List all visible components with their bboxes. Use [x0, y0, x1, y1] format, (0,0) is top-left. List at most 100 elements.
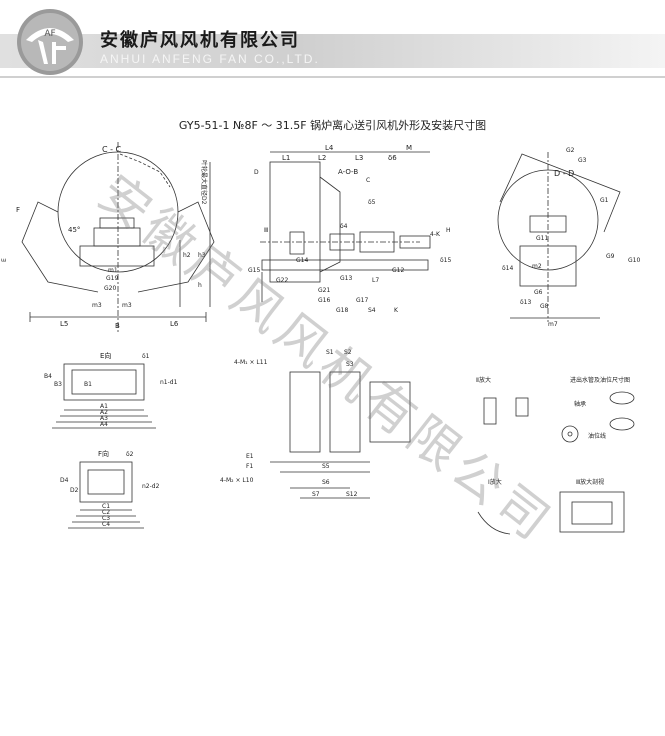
view-cc: C - C F 45° G19 G20 m1 m3 m3 L5 L6 B h2 … — [1, 142, 215, 332]
svg-text:m7: m7 — [548, 321, 558, 328]
svg-text:4-M₁ × L11: 4-M₁ × L11 — [234, 359, 268, 366]
svg-text:G19: G19 — [106, 275, 118, 282]
svg-text:δ5: δ5 — [368, 199, 376, 206]
svg-text:C4: C4 — [102, 521, 110, 528]
view-cc-label: C - C — [102, 145, 122, 154]
svg-text:h: h — [198, 282, 202, 289]
view-side: L1 L2 L4 L3 δ6 M A-O-B 4-K H δ5 δ4 δ15 G… — [248, 144, 451, 314]
svg-text:D4: D4 — [60, 477, 69, 484]
drawing-title: GY5-51-1 №8F ～ 31.5F 锅炉离心送引风机外形及安装尺寸图 — [178, 119, 487, 132]
svg-text:δ14: δ14 — [502, 265, 513, 272]
svg-text:G3: G3 — [578, 157, 587, 164]
svg-text:F1: F1 — [246, 463, 253, 470]
svg-text:h3: h3 — [198, 252, 206, 259]
svg-text:δ4: δ4 — [340, 223, 348, 230]
svg-text:B3: B3 — [54, 381, 62, 388]
svg-text:δ6: δ6 — [388, 154, 397, 162]
svg-text:A3: A3 — [100, 415, 108, 422]
svg-text:G11: G11 — [536, 235, 548, 242]
view-f: F向 δ2 C1 C2 C3 C4 n2-d2 D4 D2 — [60, 449, 160, 529]
svg-text:m1: m1 — [108, 267, 118, 274]
svg-text:L6: L6 — [170, 320, 179, 328]
svg-text:S1: S1 — [326, 349, 334, 356]
svg-text:L2: L2 — [318, 154, 326, 162]
svg-text:L4: L4 — [325, 144, 334, 152]
svg-text:E: E — [1, 258, 8, 262]
svg-text:δ2: δ2 — [126, 451, 134, 458]
svg-text:G17: G17 — [356, 297, 368, 304]
header-band — [0, 34, 665, 68]
svg-text:S3: S3 — [346, 361, 354, 368]
svg-text:B: B — [115, 322, 120, 330]
svg-text:Ⅲ: Ⅲ — [264, 227, 268, 234]
cc-bearing-block — [93, 227, 141, 247]
svg-text:m2: m2 — [532, 263, 542, 270]
view-e: E向 δ1 A1 A2 A3 A4 n1-d1 B4 B3 B1 — [44, 351, 178, 429]
svg-text:C: C — [366, 177, 370, 184]
svg-text:B4: B4 — [44, 373, 52, 380]
view-dd: D - D G11 m2 G6 G8 δ13 m7 G1 G9 G10 G2 G… — [497, 147, 640, 328]
svg-text:h2: h2 — [183, 252, 191, 259]
svg-text:G2: G2 — [566, 147, 575, 154]
svg-text:n2-d2: n2-d2 — [142, 483, 160, 490]
svg-text:G22: G22 — [276, 277, 288, 284]
svg-text:L7: L7 — [372, 277, 379, 284]
svg-text:Ⅰ放大: Ⅰ放大 — [488, 478, 502, 486]
company-name-cn: 安徽庐风风机有限公司 — [100, 30, 300, 51]
svg-text:G18: G18 — [336, 307, 348, 314]
svg-text:45°: 45° — [68, 226, 80, 234]
svg-text:S2: S2 — [344, 349, 352, 356]
svg-text:K: K — [394, 307, 399, 314]
svg-text:油位线: 油位线 — [588, 432, 606, 440]
technical-drawing: C - C F 45° G19 G20 m1 m3 m3 L5 L6 B h2 … — [1, 142, 640, 535]
svg-text:L5: L5 — [60, 320, 68, 328]
svg-text:m3: m3 — [92, 302, 102, 309]
svg-text:S12: S12 — [346, 491, 358, 498]
svg-text:L1: L1 — [282, 154, 290, 162]
svg-text:A2: A2 — [100, 409, 108, 416]
svg-text:G13: G13 — [340, 275, 352, 282]
cc-base — [79, 245, 155, 267]
side-casing — [269, 161, 321, 283]
svg-text:Ⅲ放大剖视: Ⅲ放大剖视 — [576, 478, 604, 486]
svg-text:轴承: 轴承 — [574, 400, 586, 408]
svg-text:δ1: δ1 — [142, 353, 150, 360]
svg-text:δ15: δ15 — [440, 257, 451, 264]
svg-text:Ⅱ放大: Ⅱ放大 — [476, 376, 491, 384]
svg-text:F向: F向 — [98, 449, 109, 458]
svg-text:δ13: δ13 — [520, 299, 531, 306]
svg-text:D - D: D - D — [554, 169, 574, 178]
svg-text:n1-d1: n1-d1 — [160, 379, 178, 386]
logo-text: AF — [44, 29, 55, 39]
svg-text:G21: G21 — [318, 287, 330, 294]
svg-text:S4: S4 — [368, 307, 376, 314]
svg-text:S6: S6 — [322, 479, 330, 486]
svg-text:G15: G15 — [248, 267, 260, 274]
svg-text:L3: L3 — [355, 154, 363, 162]
svg-text:F: F — [16, 206, 20, 214]
svg-text:B1: B1 — [84, 381, 92, 388]
svg-text:4-K: 4-K — [430, 231, 441, 238]
svg-text:G1: G1 — [600, 197, 609, 204]
svg-text:C2: C2 — [102, 509, 110, 516]
svg-text:C1: C1 — [102, 503, 110, 510]
svg-text:D: D — [254, 169, 259, 176]
svg-text:G10: G10 — [628, 257, 640, 264]
svg-text:进出水管及油位尺寸图: 进出水管及油位尺寸图 — [570, 376, 630, 384]
svg-text:G20: G20 — [104, 285, 116, 292]
view-details: Ⅱ放大 进出水管及油位尺寸图 轴承 油位线 Ⅰ放大 Ⅲ放大剖视 — [476, 376, 635, 535]
svg-text:m3: m3 — [122, 302, 132, 309]
svg-text:E向: E向 — [100, 351, 111, 360]
side-bearing — [359, 231, 395, 253]
svg-text:A-O-B: A-O-B — [338, 168, 358, 176]
svg-text:G9: G9 — [606, 253, 615, 260]
svg-text:A4: A4 — [100, 421, 108, 428]
svg-text:S5: S5 — [322, 463, 330, 470]
svg-text:G14: G14 — [296, 257, 308, 264]
svg-text:G8: G8 — [540, 303, 549, 310]
svg-text:M: M — [406, 144, 412, 152]
svg-text:A1: A1 — [100, 403, 108, 410]
svg-text:D2: D2 — [70, 487, 79, 494]
svg-text:G16: G16 — [318, 297, 330, 304]
header-rule — [0, 76, 665, 78]
